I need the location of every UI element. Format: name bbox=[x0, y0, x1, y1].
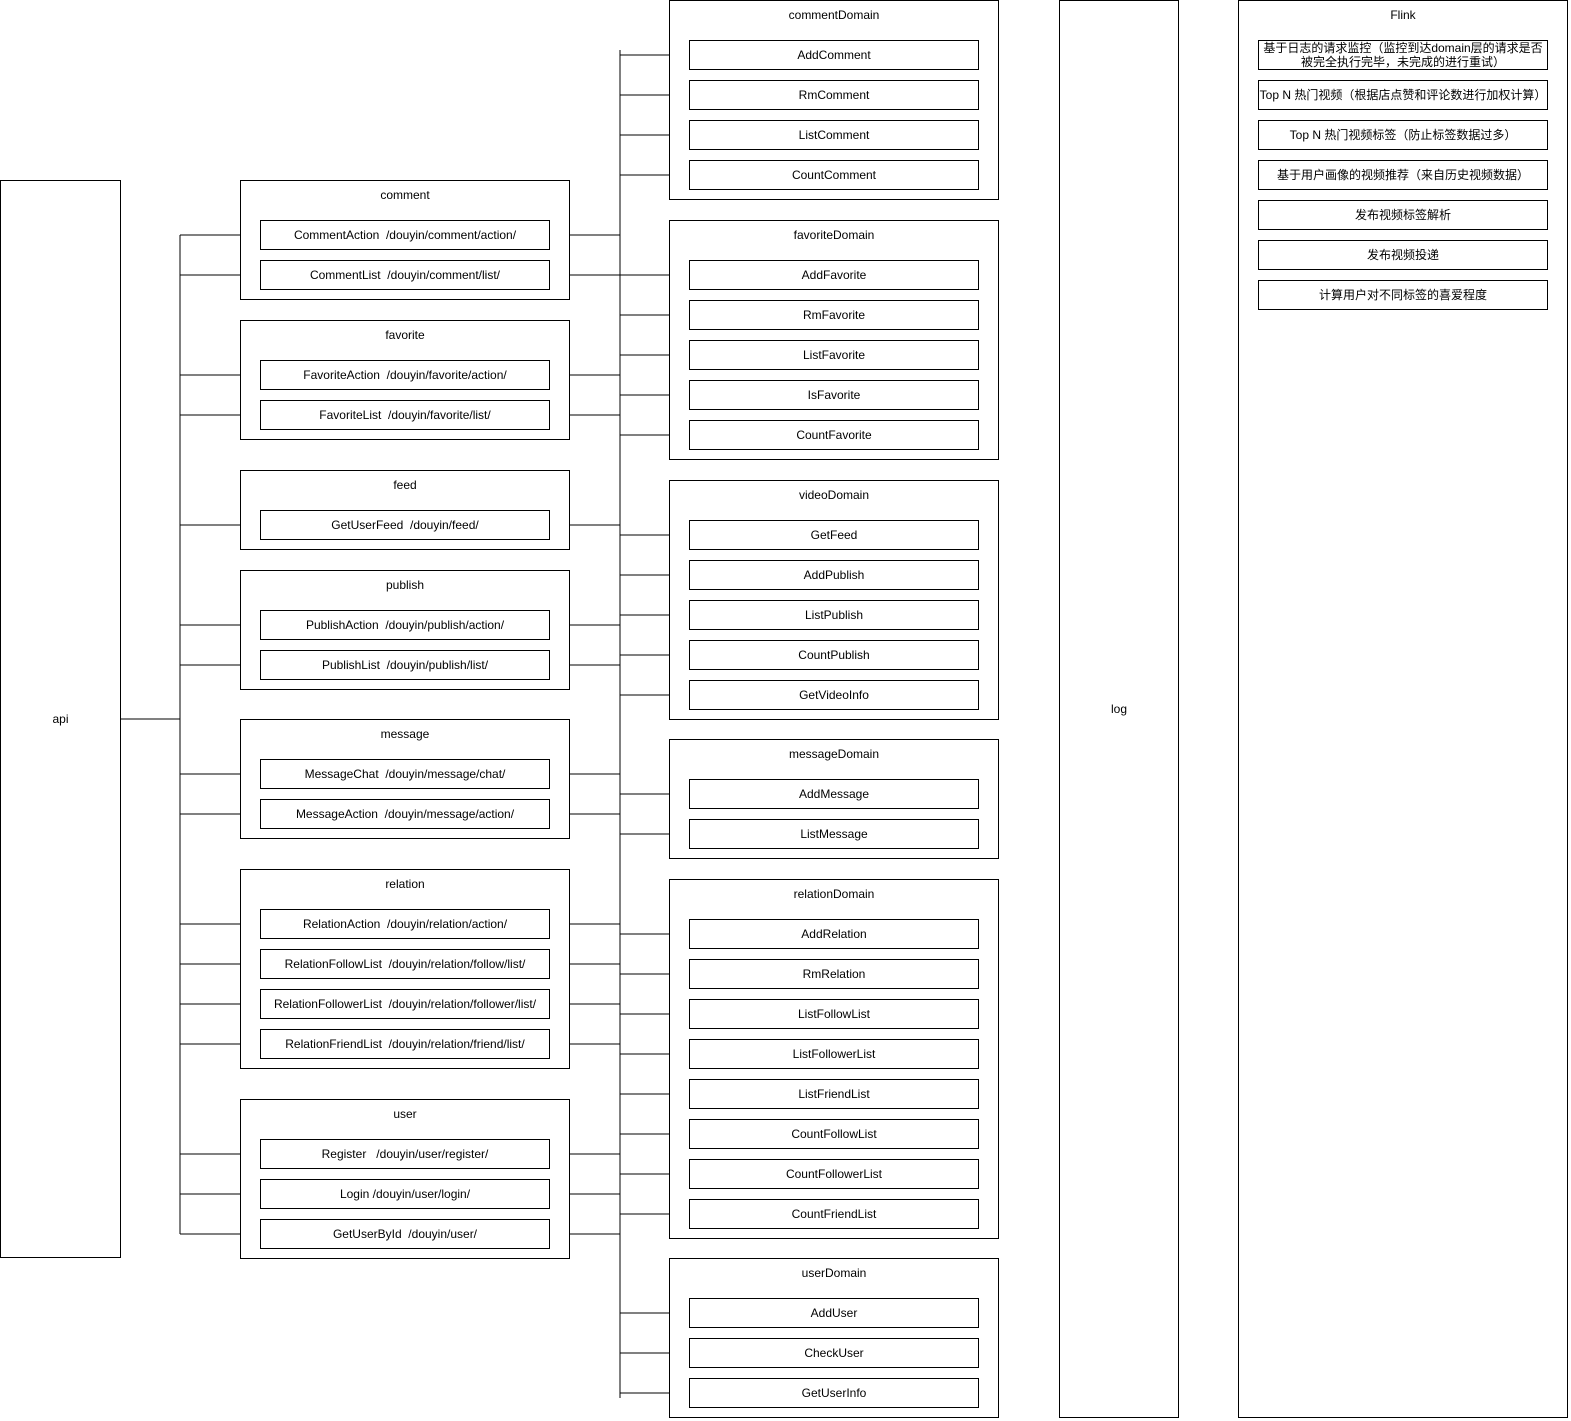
domain-method-countcomment: CountComment bbox=[689, 160, 979, 190]
domain-method-countfavorite: CountFavorite bbox=[689, 420, 979, 450]
domain-title-messagedomain: messageDomain bbox=[788, 747, 880, 761]
endpoint-messageaction: MessageAction /douyin/message/action/ bbox=[260, 799, 550, 829]
endpoint-favoritelist: FavoriteList /douyin/favorite/list/ bbox=[260, 400, 550, 430]
endpoint-publishaction: PublishAction /douyin/publish/action/ bbox=[260, 610, 550, 640]
domain-method-rmcomment: RmComment bbox=[689, 80, 979, 110]
endpoint-register: Register /douyin/user/register/ bbox=[260, 1139, 550, 1169]
domain-method-countpublish: CountPublish bbox=[689, 640, 979, 670]
domain-method-listfollowlist: ListFollowList bbox=[689, 999, 979, 1029]
domain-method-getvideoinfo: GetVideoInfo bbox=[689, 680, 979, 710]
endpoint-relationfollowerlist: RelationFollowerList /douyin/relation/fo… bbox=[260, 989, 550, 1019]
domain-method-getuserinfo: GetUserInfo bbox=[689, 1378, 979, 1408]
domain-title-commentdomain: commentDomain bbox=[788, 8, 880, 22]
domain-method-rmrelation: RmRelation bbox=[689, 959, 979, 989]
domain-method-listmessage: ListMessage bbox=[689, 819, 979, 849]
domain-method-listcomment: ListComment bbox=[689, 120, 979, 150]
domain-title-videodomain: videoDomain bbox=[798, 488, 870, 502]
endpoint-relationfollowlist: RelationFollowList /douyin/relation/foll… bbox=[260, 949, 550, 979]
domain-method-rmfavorite: RmFavorite bbox=[689, 300, 979, 330]
domain-method-listfavorite: ListFavorite bbox=[689, 340, 979, 370]
domain-method-addrelation: AddRelation bbox=[689, 919, 979, 949]
domain-method-checkuser: CheckUser bbox=[689, 1338, 979, 1368]
flink-panel: Flink bbox=[1238, 0, 1568, 1418]
domain-method-listpublish: ListPublish bbox=[689, 600, 979, 630]
domain-title-relationdomain: relationDomain bbox=[793, 887, 875, 901]
flink-task-2: Top N 热门视频（根据店点赞和评论数进行加权计算） bbox=[1258, 80, 1548, 110]
endpoint-relationfriendlist: RelationFriendList /douyin/relation/frie… bbox=[260, 1029, 550, 1059]
endpoint-favoriteaction: FavoriteAction /douyin/favorite/action/ bbox=[260, 360, 550, 390]
group-title-user: user bbox=[393, 1107, 417, 1121]
api-label: api bbox=[52, 712, 69, 726]
domain-method-isfavorite: IsFavorite bbox=[689, 380, 979, 410]
domain-method-countfollowlist: CountFollowList bbox=[689, 1119, 979, 1149]
group-title-message: message bbox=[380, 727, 430, 741]
domain-method-countfriendlist: CountFriendList bbox=[689, 1199, 979, 1229]
endpoint-getuserfeed: GetUserFeed /douyin/feed/ bbox=[260, 510, 550, 540]
domain-method-addcomment: AddComment bbox=[689, 40, 979, 70]
endpoint-getuserbyid: GetUserById /douyin/user/ bbox=[260, 1219, 550, 1249]
api-node: api bbox=[0, 180, 121, 1258]
flink-task-4: 基于用户画像的视频推荐（来自历史视频数据） bbox=[1258, 160, 1548, 190]
endpoint-login: Login /douyin/user/login/ bbox=[260, 1179, 550, 1209]
domain-method-listfriendlist: ListFriendList bbox=[689, 1079, 979, 1109]
endpoint-commentlist: CommentList /douyin/comment/list/ bbox=[260, 260, 550, 290]
group-title-feed: feed bbox=[393, 478, 417, 492]
flink-task-1: 基于日志的请求监控（监控到达domain层的请求是否被完全执行完毕，未完成的进行… bbox=[1258, 40, 1548, 70]
domain-method-addpublish: AddPublish bbox=[689, 560, 979, 590]
log-label: log bbox=[1110, 702, 1127, 716]
group-title-comment: comment bbox=[380, 188, 430, 202]
endpoint-relationaction: RelationAction /douyin/relation/action/ bbox=[260, 909, 550, 939]
group-title-relation: relation bbox=[385, 877, 425, 891]
domain-method-listfollowerlist: ListFollowerList bbox=[689, 1039, 979, 1069]
domain-method-getfeed: GetFeed bbox=[689, 520, 979, 550]
flink-task-5: 发布视频标签解析 bbox=[1258, 200, 1548, 230]
domain-method-adduser: AddUser bbox=[689, 1298, 979, 1328]
group-title-publish: publish bbox=[385, 578, 425, 592]
endpoint-commentaction: CommentAction /douyin/comment/action/ bbox=[260, 220, 550, 250]
endpoint-messagechat: MessageChat /douyin/message/chat/ bbox=[260, 759, 550, 789]
domain-title-userdomain: userDomain bbox=[801, 1266, 867, 1280]
endpoint-publishlist: PublishList /douyin/publish/list/ bbox=[260, 650, 550, 680]
group-title-favorite: favorite bbox=[385, 328, 425, 342]
domain-method-countfollowerlist: CountFollowerList bbox=[689, 1159, 979, 1189]
domain-method-addmessage: AddMessage bbox=[689, 779, 979, 809]
flink-task-6: 发布视频投递 bbox=[1258, 240, 1548, 270]
flink-title: Flink bbox=[1390, 8, 1416, 22]
log-node: log bbox=[1059, 0, 1179, 1418]
flink-task-7: 计算用户对不同标签的喜爱程度 bbox=[1258, 280, 1548, 310]
flink-task-3: Top N 热门视频标签（防止标签数据过多） bbox=[1258, 120, 1548, 150]
domain-title-favoritedomain: favoriteDomain bbox=[793, 228, 875, 242]
domain-method-addfavorite: AddFavorite bbox=[689, 260, 979, 290]
